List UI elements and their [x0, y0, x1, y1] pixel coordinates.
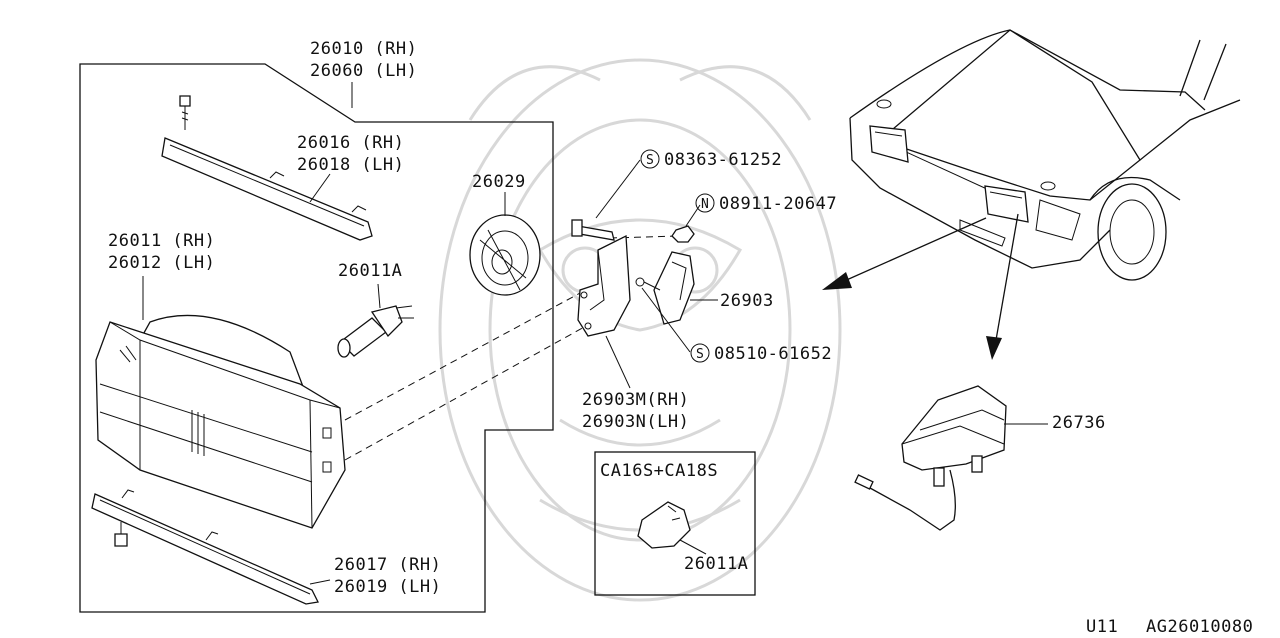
footer-model: U11	[1086, 617, 1118, 637]
halogen-bulb-26011A	[337, 305, 414, 358]
label-26012: 26012 (LH)	[108, 253, 215, 273]
label-26010: 26010 (RH)	[310, 39, 417, 59]
label-26903M: 26903M(RH)	[582, 390, 689, 410]
dash-upper	[344, 291, 583, 421]
leader-26011A	[377, 283, 381, 309]
code-n-08911-letter: N	[701, 197, 709, 212]
label-26016: 26016 (RH)	[297, 133, 404, 153]
reflector-disc-26029	[469, 214, 541, 296]
label-08911: 08911-20647	[719, 194, 837, 214]
leader-inset-26011A	[679, 539, 707, 555]
arrow-to-headlamp	[822, 217, 987, 290]
inset-title: CA16S+CA18S	[600, 461, 718, 481]
code-s-08363	[640, 149, 660, 169]
code-s-08363-letter: S	[646, 153, 654, 168]
rim-upper	[161, 95, 373, 241]
headlamp-unit	[95, 314, 346, 529]
bracket-26903M	[571, 219, 631, 337]
footer-code: AG26010080	[1146, 617, 1253, 637]
code-s-08510	[690, 343, 710, 363]
leader-26016	[309, 173, 331, 203]
car-front	[849, 29, 1241, 281]
label-26903N: 26903N(LH)	[582, 412, 689, 432]
label-26017: 26017 (RH)	[334, 555, 441, 575]
label-26060: 26060 (LH)	[310, 61, 417, 81]
side-marker-26736	[854, 385, 1007, 531]
arrow-to-marker	[986, 213, 1019, 360]
leader-08510	[641, 287, 691, 353]
leader-26903M	[605, 335, 631, 389]
leader-26017	[309, 579, 331, 585]
nut-08911	[671, 225, 695, 243]
inset-box	[594, 451, 756, 596]
dash-lower	[344, 325, 587, 461]
label-26018: 26018 (LH)	[297, 155, 404, 175]
label-26011A: 26011A	[338, 261, 402, 281]
label-08510: 08510-61652	[714, 344, 832, 364]
inset-bulb	[637, 501, 691, 549]
rim-lower	[91, 489, 319, 605]
label-26736: 26736	[1052, 413, 1106, 433]
watermark-emblem	[438, 58, 842, 602]
label-inset-26011A: 26011A	[684, 554, 748, 574]
bracket-26903	[635, 251, 695, 325]
label-26903: 26903	[720, 291, 774, 311]
assembly-outline	[79, 63, 554, 613]
leader-08363	[595, 159, 641, 219]
label-26029: 26029	[472, 172, 526, 192]
dash-bolt	[609, 235, 681, 239]
code-n-08911	[695, 193, 715, 213]
code-s-08510-letter: S	[696, 347, 704, 362]
label-26019: 26019 (LH)	[334, 577, 441, 597]
label-26011: 26011 (RH)	[108, 231, 215, 251]
label-08363: 08363-61252	[664, 150, 782, 170]
